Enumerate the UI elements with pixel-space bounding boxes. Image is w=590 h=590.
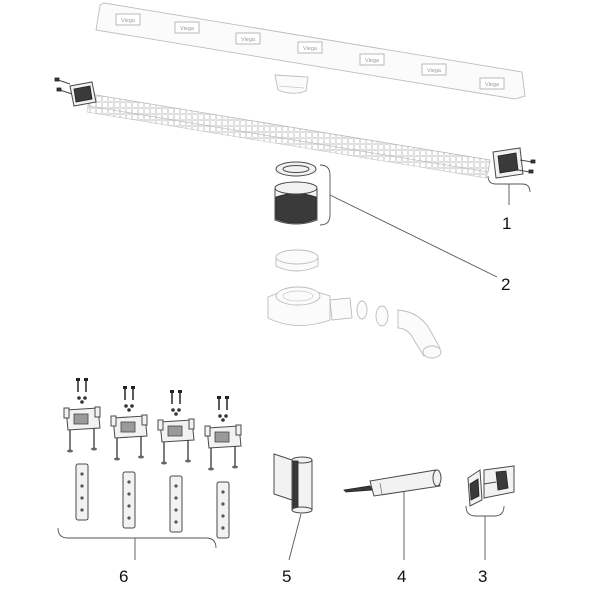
callout-6: 6	[119, 567, 129, 586]
plate-marking: Viega	[479, 77, 505, 90]
mounting-foot	[63, 378, 101, 521]
plate-marking: Viega	[235, 32, 261, 45]
callout-3: 3	[478, 567, 488, 586]
plate-marking-text: Viega	[180, 26, 195, 32]
callout-1: 1	[502, 214, 512, 233]
end-cap-right	[492, 147, 536, 179]
trap-body-ghost	[267, 249, 442, 359]
plate-marking-text: Viega	[485, 82, 500, 88]
plate-marking: Viega	[359, 53, 385, 66]
plate-marking: Viega	[421, 63, 447, 76]
mounting-feet-set	[63, 378, 242, 539]
end-cap-left	[54, 77, 97, 107]
mounting-foot	[110, 386, 148, 529]
plate-marking: Viega	[297, 41, 323, 54]
mounting-foot	[204, 396, 242, 539]
plate-marking-text: Viega	[427, 68, 442, 74]
sealant-cartridge	[343, 469, 442, 497]
plate-marking-text: Viega	[365, 58, 380, 64]
callout-2: 2	[501, 275, 511, 294]
sealing-tape-roll	[273, 453, 313, 514]
plate-marking-text: Viega	[303, 46, 318, 52]
plate-marking-text: Viega	[241, 37, 256, 43]
callout-5: 5	[282, 567, 292, 586]
plate-marking: Viega	[174, 21, 200, 34]
mounting-foot	[157, 390, 195, 533]
plate-marking-text: Viega	[121, 18, 136, 24]
callout-4: 4	[397, 567, 407, 586]
odour-trap-insert-ghost	[274, 74, 309, 94]
odour-trap-cartridge	[274, 161, 318, 225]
adapter-clip	[467, 465, 515, 507]
plate-marking: Viega	[115, 13, 141, 26]
